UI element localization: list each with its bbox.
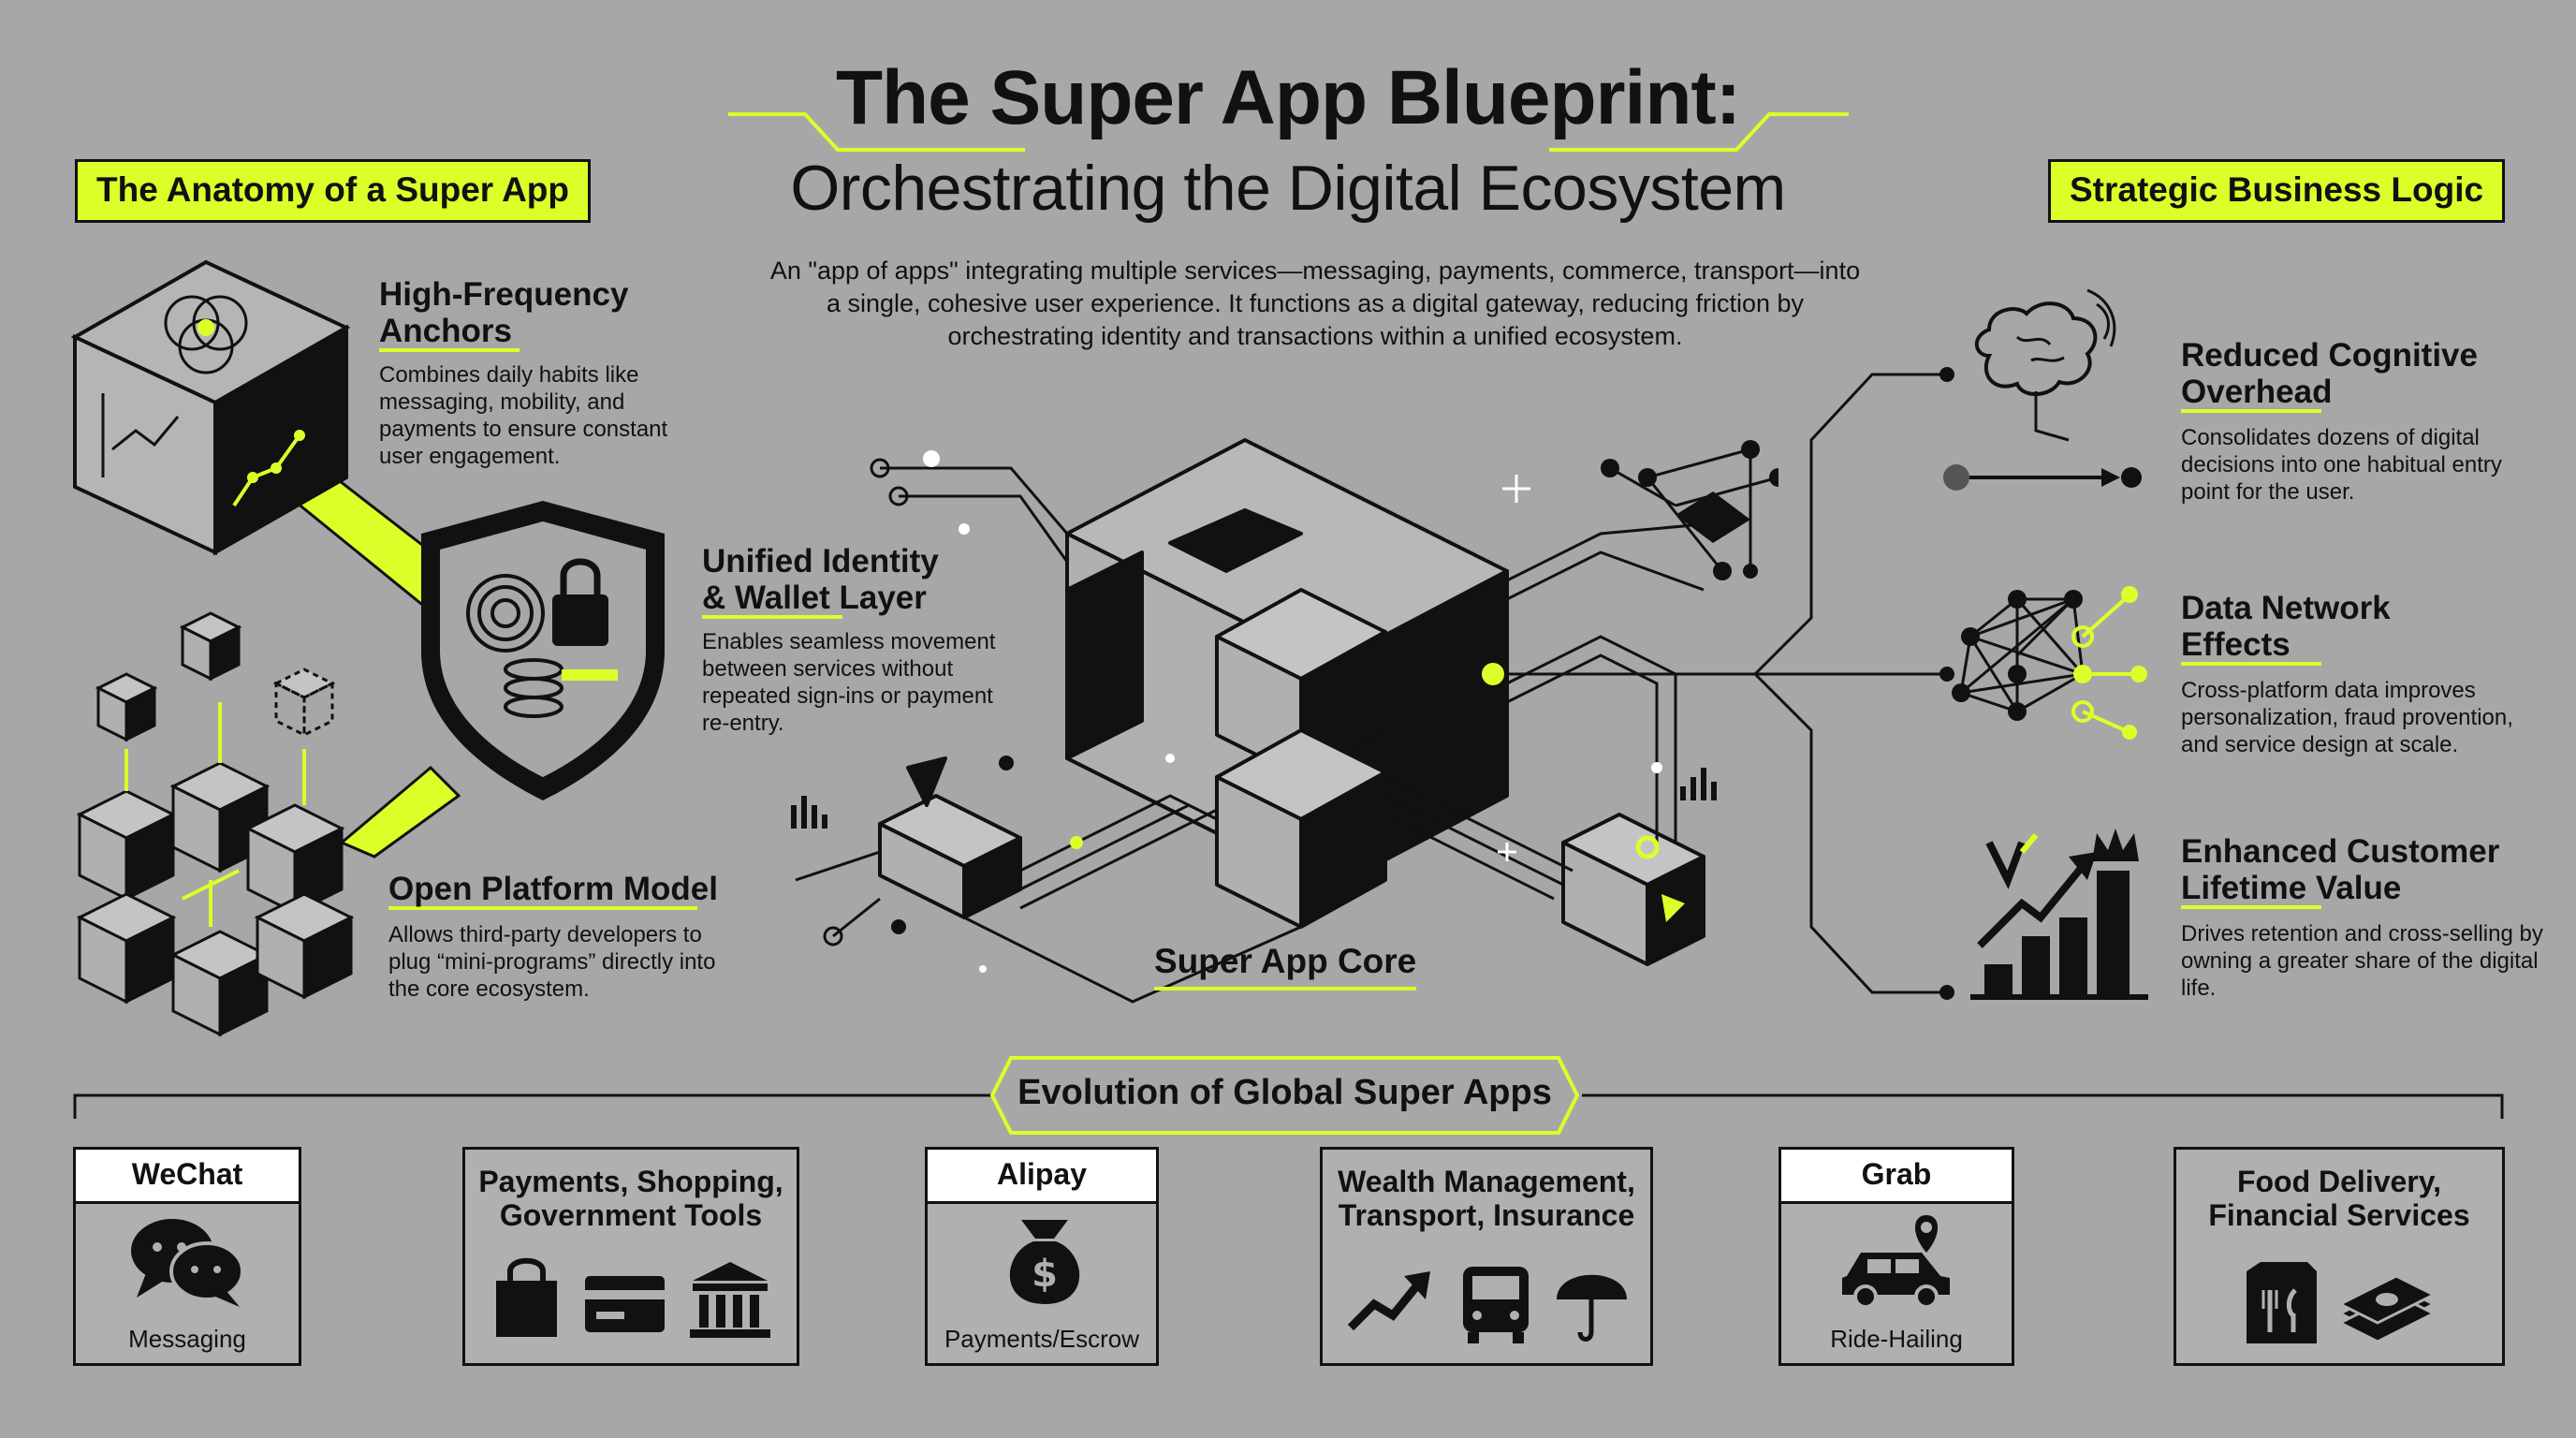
network-block: Data Network Effects Cross-platform data…: [2181, 590, 2546, 758]
anchors-block: High-Frequency Anchors Combines daily ha…: [379, 276, 688, 470]
app-caption-wechat: Messaging: [128, 1325, 246, 1353]
platform-heading: Open Platform Model: [388, 871, 725, 910]
cognitive-desc: Consolidates dozens of digital decisions…: [2181, 425, 2502, 505]
page-title: The Super App Blueprint:: [835, 55, 1741, 140]
ltv-block: Enhanced Customer Lifetime Value Drives …: [2181, 833, 2546, 1002]
network-heading: Data Network Effects: [2181, 590, 2546, 666]
app-card-alipay: Alipay $ Payments/Escrow: [925, 1147, 1159, 1366]
anchors-desc: Combines daily habits like messaging, mo…: [379, 362, 668, 469]
app-caption-grab: Ride-Hailing: [1830, 1325, 1963, 1353]
platform-blocks-icon: [76, 611, 355, 1037]
network-icon: [1952, 586, 2147, 740]
evolution-title: Evolution of Global Super Apps: [1017, 1073, 1552, 1112]
shopping-payment-government-icons: [496, 1257, 770, 1338]
svg-text:$: $: [1032, 1253, 1058, 1296]
platform-block: Open Platform Model Allows third-party d…: [388, 871, 725, 1003]
car-location-icon: [1842, 1215, 1950, 1309]
platform-desc: Allows third-party developers to plug “m…: [388, 922, 716, 1002]
core-label: Super App Core: [1154, 942, 1417, 990]
shield-lock-icon: [421, 501, 665, 800]
ltv-desc: Drives retention and cross-selling by ow…: [2181, 921, 2543, 1001]
page-subtitle: Orchestrating the Digital Ecosystem: [790, 153, 1786, 224]
app-card-services-2: Wealth Management, Transport, Insurance: [1320, 1147, 1653, 1366]
app-card-wechat: WeChat Messaging: [73, 1147, 301, 1366]
identity-heading: Unified Identity & Wallet Layer: [702, 543, 1011, 619]
network-desc: Cross-platform data improves personaliza…: [2181, 678, 2513, 757]
wealth-transport-insurance-icons: [1347, 1267, 1627, 1343]
app-card-grab: Grab Ride-Hailing: [1778, 1147, 2014, 1366]
super-app-core-diagram: [791, 438, 1778, 1004]
chat-bubbles-icon: [131, 1219, 244, 1307]
anchors-heading: High-Frequency Anchors: [379, 276, 688, 352]
app-caption-alipay: Payments/Escrow: [944, 1325, 1140, 1353]
brain-icon: [1943, 288, 2142, 491]
right-section-tag: Strategic Business Logic: [2048, 159, 2506, 223]
food-money-icons: [2247, 1262, 2437, 1343]
growth-chart-icon: [1970, 829, 2148, 1000]
ltv-heading: Enhanced Customer Lifetime Value: [2181, 833, 2546, 909]
anchors-cube-icon: [70, 259, 351, 556]
app-name-alipay: Alipay: [928, 1150, 1156, 1204]
money-bag-icon: $: [1009, 1220, 1080, 1304]
app-name-wechat: WeChat: [76, 1150, 299, 1204]
cognitive-block: Reduced Cognitive Overhead Consolidates …: [2181, 337, 2537, 506]
identity-desc: Enables seamless movement between servic…: [702, 629, 996, 736]
left-section-tag: The Anatomy of a Super App: [75, 159, 592, 223]
identity-block: Unified Identity & Wallet Layer Enables …: [702, 543, 1011, 737]
app-card-services-1: Payments, Shopping, Government Tools: [462, 1147, 799, 1366]
app-name-grab: Grab: [1781, 1150, 2012, 1204]
services-2-text: Wealth Management, Transport, Insurance: [1338, 1165, 1635, 1232]
intro-text: An "app of apps" integrating multiple se…: [769, 257, 1861, 350]
services-3-text: Food Delivery, Financial Services: [2208, 1165, 2470, 1232]
cognitive-heading: Reduced Cognitive Overhead: [2181, 337, 2537, 413]
app-card-services-3: Food Delivery, Financial Services: [2174, 1147, 2505, 1366]
services-1-text: Payments, Shopping, Government Tools: [478, 1165, 783, 1232]
